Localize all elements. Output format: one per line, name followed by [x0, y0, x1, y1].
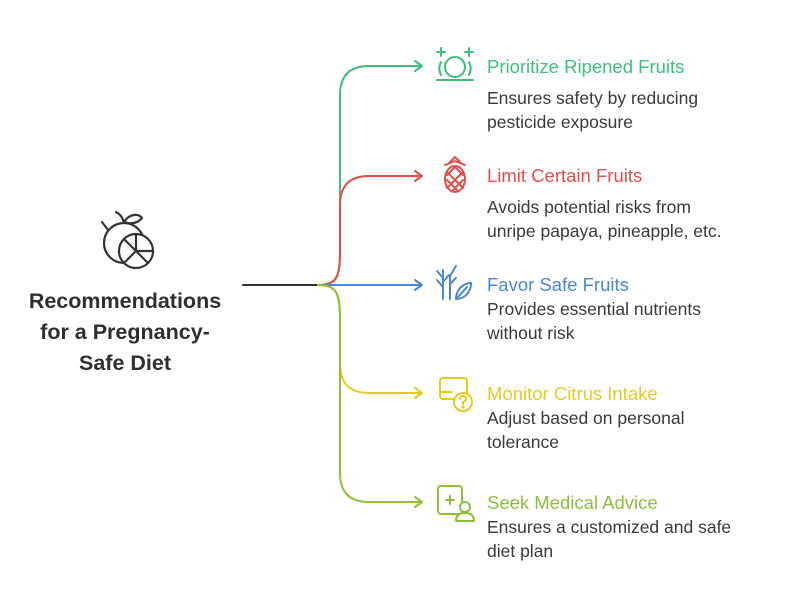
orange-fruit-icon — [100, 210, 155, 270]
plant-leaf-icon — [436, 265, 472, 300]
central-title-line: Safe Diet — [78, 351, 171, 375]
central-title: Recommendations for a Pregnancy- Safe Di… — [10, 286, 240, 379]
branch-description-line: unripe papaya, pineapple, etc. — [487, 221, 722, 241]
branch-description-line: without risk — [487, 323, 575, 343]
branch-line-limit — [317, 175, 422, 286]
branch-arrow-ripened — [414, 60, 423, 72]
branch-item-citrus: Monitor Citrus Intake Adjust based on pe… — [487, 382, 787, 454]
branch-title: Prioritize Ripened Fruits — [487, 56, 685, 77]
branch-description-line: Provides essential nutrients — [487, 299, 701, 319]
branch-arrow-medical — [414, 496, 423, 508]
branch-description-line: pesticide exposure — [487, 112, 633, 132]
branch-item-ripened: Prioritize Ripened Fruits Ensures safety… — [487, 55, 787, 134]
pineapple-icon — [444, 156, 466, 193]
branch-description: Ensures a customized and safe diet plan — [487, 515, 787, 563]
central-title-line: for a Pregnancy- — [40, 320, 210, 344]
sun-fruit-icon — [436, 47, 474, 81]
central-title-line: Recommendations — [28, 289, 222, 313]
branch-title: Seek Medical Advice — [487, 492, 658, 513]
branch-title: Limit Certain Fruits — [487, 165, 643, 186]
branch-description: Adjust based on personal tolerance — [487, 406, 787, 454]
branch-line-citrus — [317, 284, 422, 394]
branch-item-safe: Favor Safe Fruits Provides essential nut… — [487, 273, 787, 345]
branch-description-line: Ensures safety by reducing — [487, 88, 699, 108]
branch-arrow-safe — [414, 279, 423, 291]
branch-arrow-citrus — [414, 387, 423, 399]
branch-title: Favor Safe Fruits — [487, 274, 629, 295]
branch-description: Avoids potential risks from unripe papay… — [487, 195, 787, 243]
branch-line-medical — [317, 284, 422, 503]
branch-description-line: Adjust based on personal — [487, 408, 685, 428]
question-screen-icon — [439, 377, 473, 412]
branch-description: Ensures safety by reducing pesticide exp… — [487, 86, 787, 134]
branch-description-line: tolerance — [487, 432, 559, 452]
branch-description-line: diet plan — [487, 541, 554, 561]
branch-item-limit: Limit Certain Fruits Avoids potential ri… — [487, 164, 787, 243]
branch-description-line: Ensures a customized and safe — [487, 517, 732, 537]
branch-title: Monitor Citrus Intake — [487, 383, 658, 404]
branch-arrow-limit — [414, 170, 423, 182]
branch-item-medical: Seek Medical Advice Ensures a customized… — [487, 491, 787, 563]
branch-description-line: Avoids potential risks from — [487, 197, 691, 217]
medical-person-icon — [437, 485, 475, 522]
branch-description: Provides essential nutrients without ris… — [487, 297, 787, 345]
